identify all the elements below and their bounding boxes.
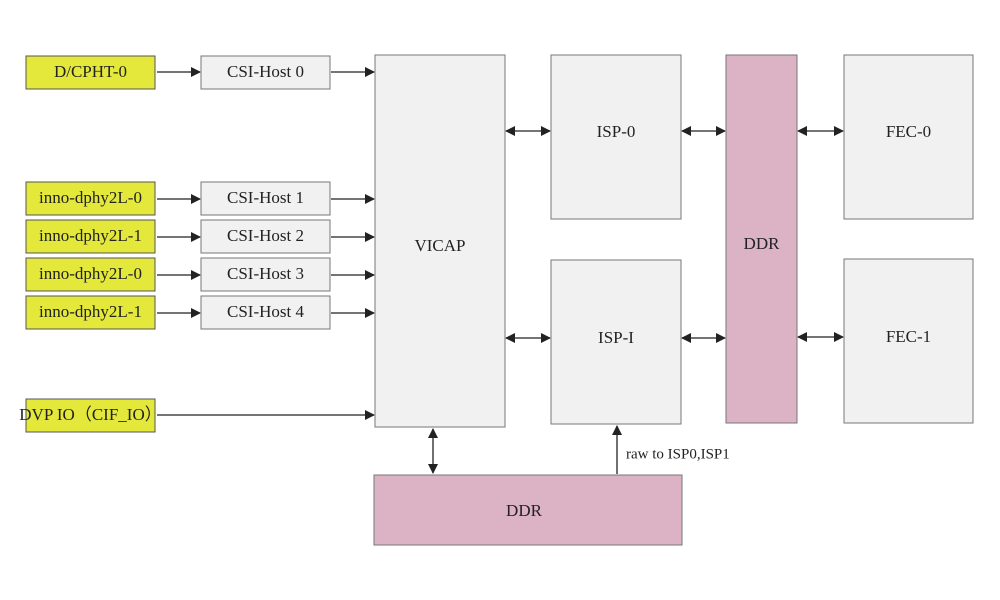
ddr-bottom-label: DDR bbox=[506, 501, 543, 520]
isp-1-block: ISP-I bbox=[550, 259, 682, 425]
fec-1-block: FEC-1 bbox=[843, 258, 974, 424]
source-label: inno-dphy2L-1 bbox=[39, 302, 142, 321]
csi-host-label: CSI-Host 1 bbox=[227, 188, 304, 207]
source-box-dphy1-a: inno-dphy2L-1 bbox=[25, 219, 156, 254]
source-box-dvp: DVP IO（CIF_IO） bbox=[19, 398, 162, 433]
source-boxes: D/CPHT-0 inno-dphy2L-0 inno-dphy2L-1 inn… bbox=[19, 55, 162, 433]
csi-host-3: CSI-Host 3 bbox=[200, 257, 331, 292]
csi-host-2: CSI-Host 2 bbox=[200, 219, 331, 254]
fec-1-label: FEC-1 bbox=[886, 327, 931, 346]
csi-host-4: CSI-Host 4 bbox=[200, 295, 331, 330]
vicap-block: VICAP bbox=[374, 54, 506, 428]
raw-annotation: raw to ISP0,ISP1 bbox=[626, 446, 730, 462]
source-box-dphy1-b: inno-dphy2L-1 bbox=[25, 295, 156, 330]
source-label: inno-dphy2L-0 bbox=[39, 188, 142, 207]
ddr-vertical-block: DDR bbox=[725, 54, 798, 424]
csi-host-1: CSI-Host 1 bbox=[200, 181, 331, 216]
fec-0-label: FEC-0 bbox=[886, 122, 931, 141]
source-box-dcphy0: D/CPHT-0 bbox=[25, 55, 156, 90]
csi-host-boxes: CSI-Host 0 CSI-Host 1 CSI-Host 2 CSI-Hos… bbox=[200, 55, 331, 330]
connectors bbox=[157, 67, 844, 474]
csi-host-label: CSI-Host 4 bbox=[227, 302, 304, 321]
isp-0-label: ISP-0 bbox=[597, 122, 636, 141]
source-label: DVP IO（CIF_IO） bbox=[19, 405, 161, 424]
ddr-vertical-label: DDR bbox=[744, 234, 781, 253]
vicap-label: VICAP bbox=[414, 236, 465, 255]
source-label: D/CPHT-0 bbox=[54, 62, 127, 81]
csi-host-label: CSI-Host 0 bbox=[227, 62, 304, 81]
source-label: inno-dphy2L-0 bbox=[39, 264, 142, 283]
csi-host-label: CSI-Host 2 bbox=[227, 226, 304, 245]
source-label: inno-dphy2L-1 bbox=[39, 226, 142, 245]
csi-host-label: CSI-Host 3 bbox=[227, 264, 304, 283]
isp-0-block: ISP-0 bbox=[550, 54, 682, 220]
ddr-bottom-block: DDR bbox=[373, 474, 683, 546]
source-box-dphy0-a: inno-dphy2L-0 bbox=[25, 181, 156, 216]
source-box-dphy0-b: inno-dphy2L-0 bbox=[25, 257, 156, 292]
csi-host-0: CSI-Host 0 bbox=[200, 55, 331, 90]
fec-0-block: FEC-0 bbox=[843, 54, 974, 220]
isp-1-label: ISP-I bbox=[598, 328, 634, 347]
